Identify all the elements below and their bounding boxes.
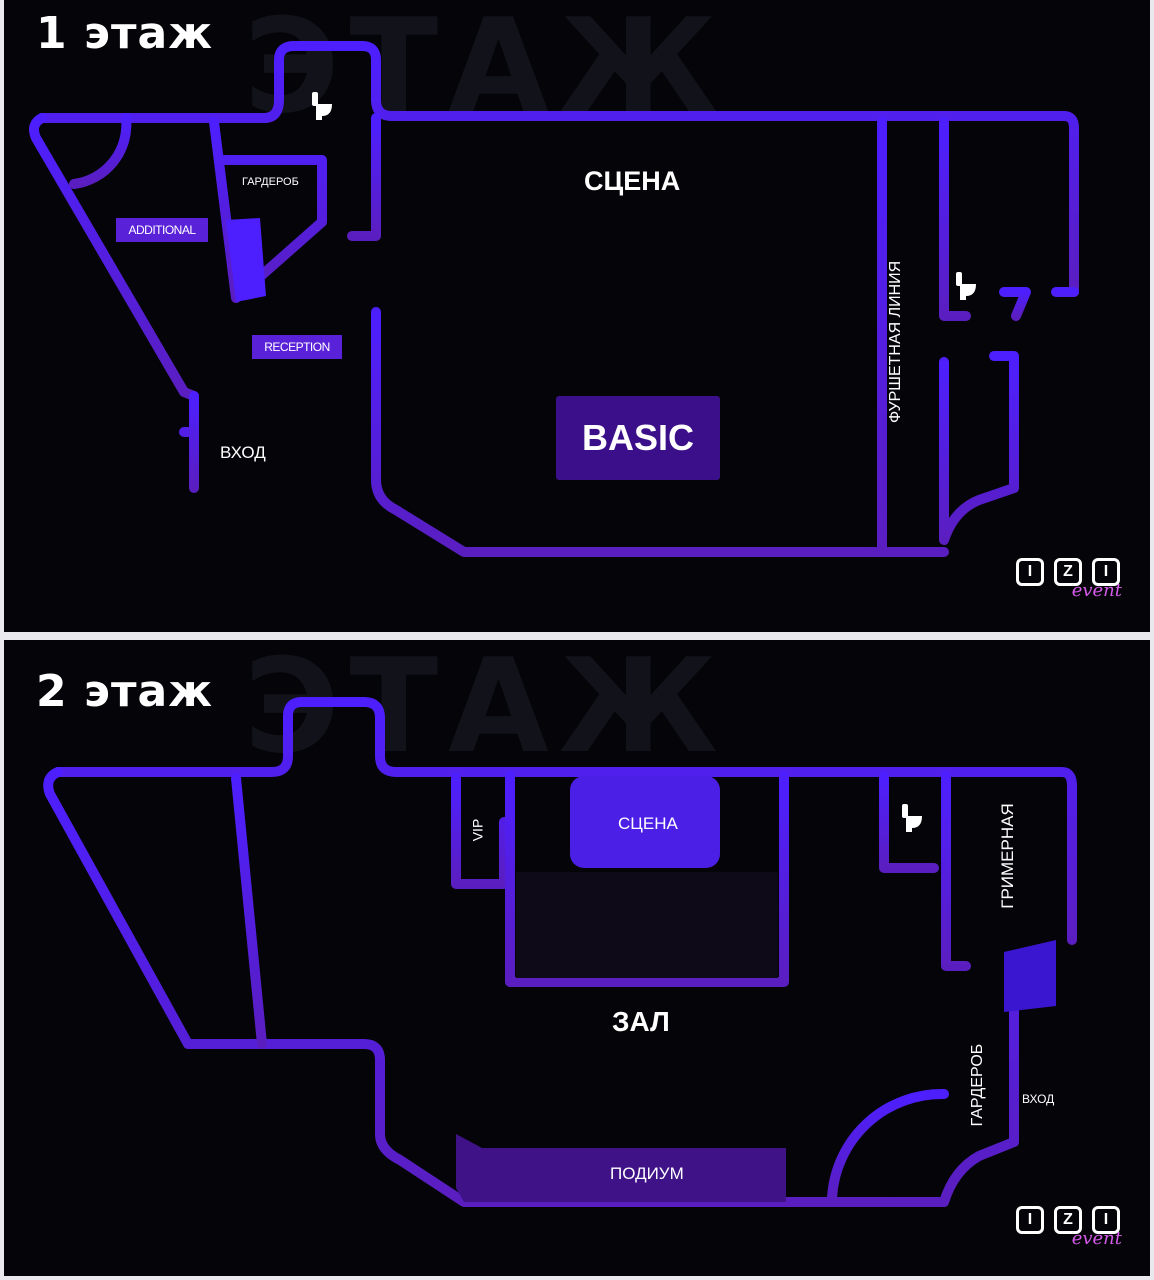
- stage-label: СЦЕНА: [584, 166, 681, 196]
- floor-2-walls: [43, 697, 1077, 1207]
- entrance-label: ВХОД: [220, 443, 266, 462]
- entrance-label: ВХОД: [1022, 1092, 1055, 1106]
- podium-label: ПОДИУМ: [610, 1164, 684, 1183]
- logo-letter-i: I: [1016, 558, 1044, 586]
- additional-tag: ADDITIONAL: [116, 218, 208, 242]
- floor-1-title: 1 этаж: [36, 8, 213, 59]
- floor-1-walls: [29, 41, 1079, 557]
- logo-letter-i: I: [1092, 1206, 1120, 1234]
- vip-label: VIP: [469, 818, 486, 842]
- wardrobe-label: ГАРДЕРОБ: [969, 1043, 986, 1127]
- floor-2-title: 2 этаж: [36, 666, 213, 717]
- floor-2-plan: ЭТАЖ: [4, 640, 1150, 1276]
- stage-label: СЦЕНА: [618, 814, 678, 833]
- logo-letter-z: Z: [1054, 558, 1082, 586]
- basic-package-badge: BASIC: [556, 396, 720, 480]
- floor-1-plan: ЭТАЖ: [4, 0, 1150, 632]
- izi-event-logo: I Z I event: [1016, 1206, 1122, 1258]
- logo-letter-i: I: [1092, 558, 1120, 586]
- reception-tag: RECEPTION: [252, 335, 342, 359]
- logo-letter-i: I: [1016, 1206, 1044, 1234]
- wardrobe-label: ГАРДЕРОБ: [242, 176, 299, 188]
- logo-script: event: [1071, 580, 1122, 601]
- logo-letter-z: Z: [1054, 1206, 1082, 1234]
- buffet-line-label: ФУРШЕТНАЯ ЛИНИЯ: [887, 260, 904, 423]
- hall-label: ЗАЛ: [612, 1006, 670, 1037]
- dressing-room-label: ГРИМЕРНАЯ: [998, 803, 1017, 909]
- background-watermark-text: ЭТАЖ: [244, 640, 728, 782]
- logo-script: event: [1071, 1228, 1122, 1249]
- izi-event-logo: I Z I event: [1016, 558, 1122, 610]
